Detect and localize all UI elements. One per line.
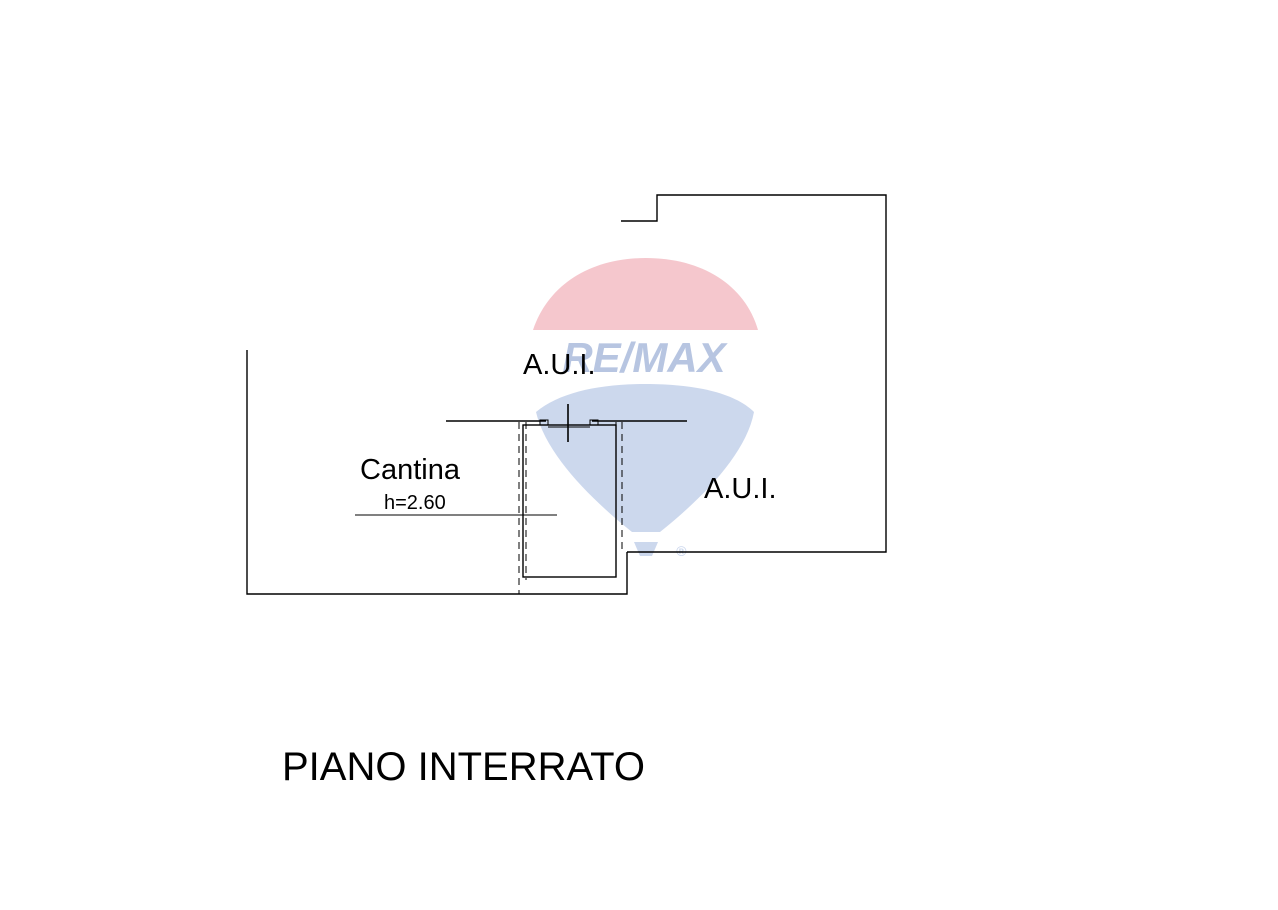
room-label-aui-right: A.U.I.	[704, 473, 777, 505]
room-label-cantina: Cantina	[360, 454, 461, 486]
room-label-aui-top: A.U.I.	[523, 349, 596, 381]
remax-watermark: RE/MAX ®	[533, 258, 758, 559]
watermark-registered: ®	[676, 543, 687, 559]
balloon-basket-icon	[634, 542, 658, 556]
floor-title: PIANO INTERRATO	[282, 745, 645, 789]
left-unit-wall	[246, 350, 628, 595]
balloon-top-icon	[533, 258, 758, 330]
room-height-label: h=2.60	[384, 492, 446, 514]
watermark-brand: RE/MAX	[562, 334, 728, 381]
walls	[246, 194, 887, 595]
right-unit-wall	[621, 194, 887, 553]
dashed-boundaries	[518, 422, 623, 594]
